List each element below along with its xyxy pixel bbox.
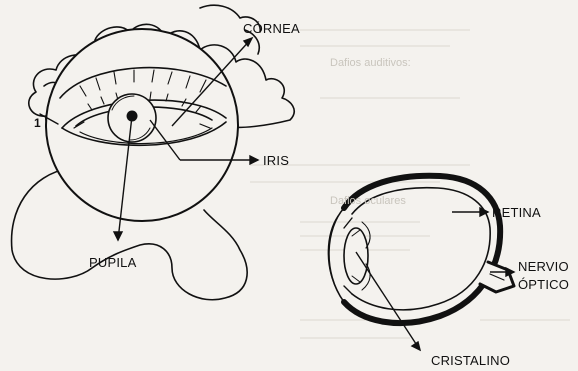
- label-cornea: CÓRNEA: [243, 22, 300, 35]
- label-nervio: NERVIO: [518, 260, 569, 273]
- lens-shape: [344, 228, 368, 284]
- label-retina: RETINA: [492, 206, 541, 219]
- label-pupila: PUPILA: [89, 256, 136, 269]
- label-iris: IRIS: [263, 154, 289, 167]
- bleed-text-2: Dafios oculares: [330, 196, 406, 207]
- external-eye-figure: [12, 5, 295, 299]
- label-cristalino: CRISTALINO: [431, 354, 510, 367]
- bleed-text-1: Dafios auditivos:: [330, 58, 411, 69]
- figure-marker: 1: [34, 117, 41, 129]
- label-optico: ÓPTICO: [518, 278, 569, 291]
